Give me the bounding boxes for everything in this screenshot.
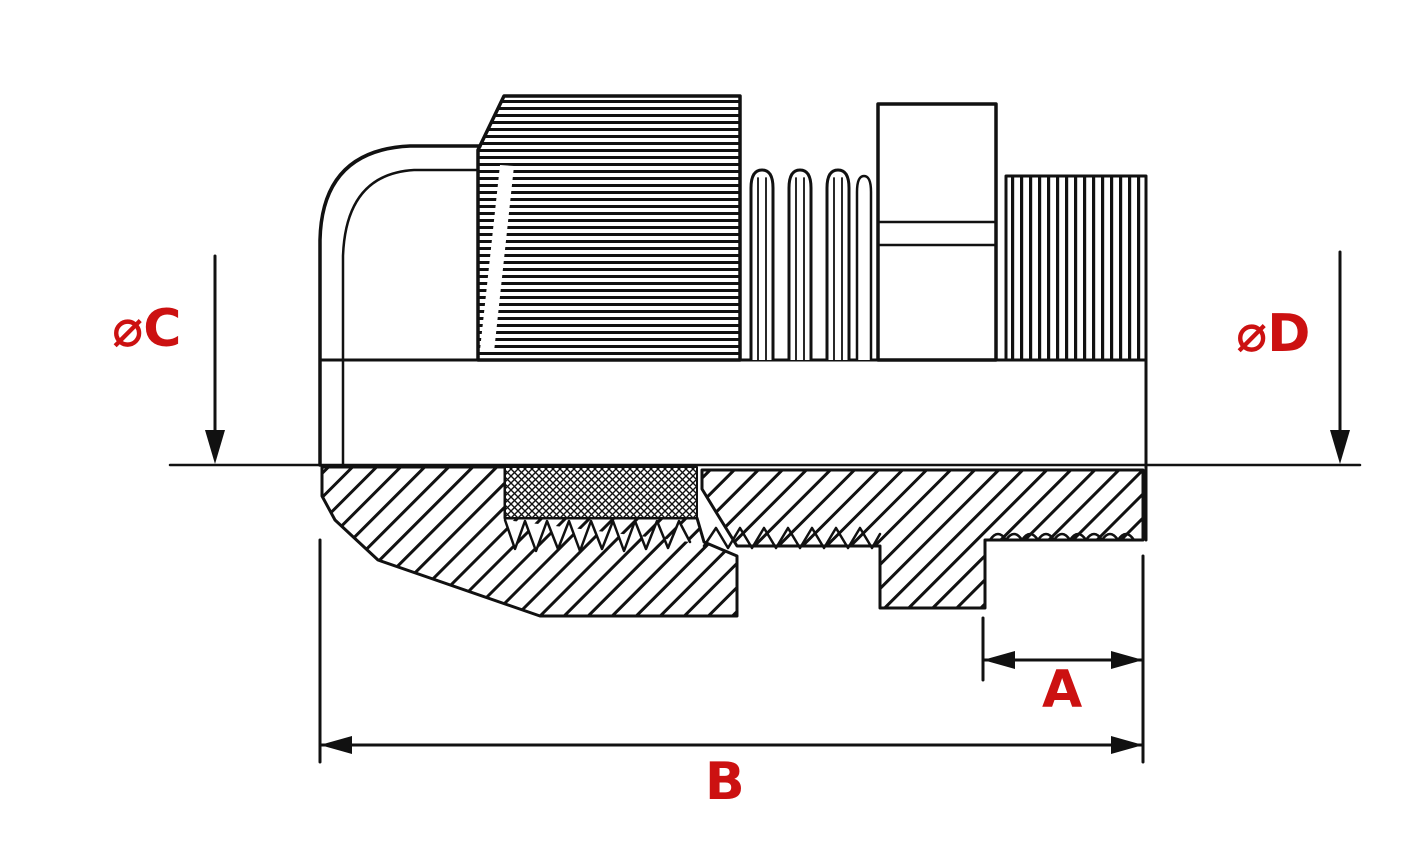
section-lower-half bbox=[320, 465, 1145, 618]
hex-nut bbox=[876, 102, 998, 362]
dimension-c-arrow bbox=[205, 254, 225, 464]
dim-label-diameter-d: ⌀D bbox=[1236, 304, 1311, 364]
dimension-a bbox=[981, 616, 1145, 682]
dimension-d-arrow bbox=[1330, 250, 1350, 464]
dimension-b bbox=[318, 538, 1145, 764]
lamella-teeth bbox=[503, 518, 692, 553]
dim-label-diameter-c: ⌀C bbox=[112, 299, 182, 359]
seal-insert bbox=[504, 466, 698, 519]
cap-highlight bbox=[480, 165, 514, 352]
dim-label-length-b: B bbox=[705, 752, 745, 812]
thread-waves bbox=[988, 532, 1136, 542]
cap-nut-external bbox=[318, 94, 742, 467]
body-section bbox=[700, 468, 1145, 610]
thread-zigzag bbox=[702, 526, 882, 550]
cap-knurl-block bbox=[476, 94, 742, 362]
mid-thread-ridges bbox=[749, 168, 873, 362]
cap-dome-outline bbox=[318, 144, 482, 467]
dim-label-length-a: A bbox=[1042, 660, 1083, 720]
cap-dome-inner-line bbox=[341, 168, 480, 467]
male-thread bbox=[1004, 174, 1148, 542]
